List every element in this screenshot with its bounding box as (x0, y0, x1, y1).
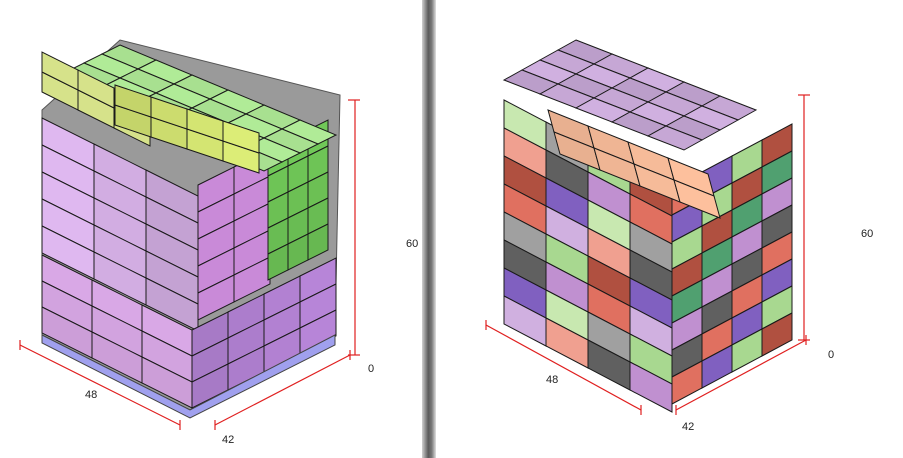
box-top (646, 125, 704, 151)
length-axis (485, 324, 642, 411)
width-axis (675, 339, 807, 411)
origin-label: 0 (368, 363, 374, 375)
right-pallet-view: 48 42 60 0 (436, 0, 903, 458)
box (233, 256, 271, 303)
box (299, 309, 337, 355)
box-group-right-side (191, 119, 337, 409)
width-label: 42 (682, 421, 694, 433)
panel-divider[interactable] (422, 0, 436, 458)
length-label: 48 (85, 389, 97, 401)
length-label: 48 (546, 374, 558, 386)
pallet-base (41, 334, 336, 419)
box-group-front-lower (41, 254, 193, 409)
left-pallet-view: 48 42 60 0 (0, 0, 422, 458)
left-pallet-3d-plot: 48 42 60 0 (19, 39, 418, 446)
box (629, 361, 673, 413)
origin-label: 0 (828, 349, 834, 361)
box-group-front-upper (41, 117, 271, 332)
box-group-top (502, 39, 758, 219)
box-top (222, 120, 260, 154)
width-label: 42 (222, 434, 234, 446)
length-axis (19, 344, 181, 426)
box-group-top (41, 44, 338, 174)
right-pallet-3d-plot: 48 42 60 0 (485, 39, 873, 433)
height-label: 60 (406, 238, 418, 250)
width-axis (214, 354, 351, 426)
box (761, 312, 793, 357)
height-label: 60 (861, 228, 873, 240)
box-top (673, 179, 721, 219)
box (307, 223, 329, 261)
box-group-right-side (671, 123, 793, 405)
